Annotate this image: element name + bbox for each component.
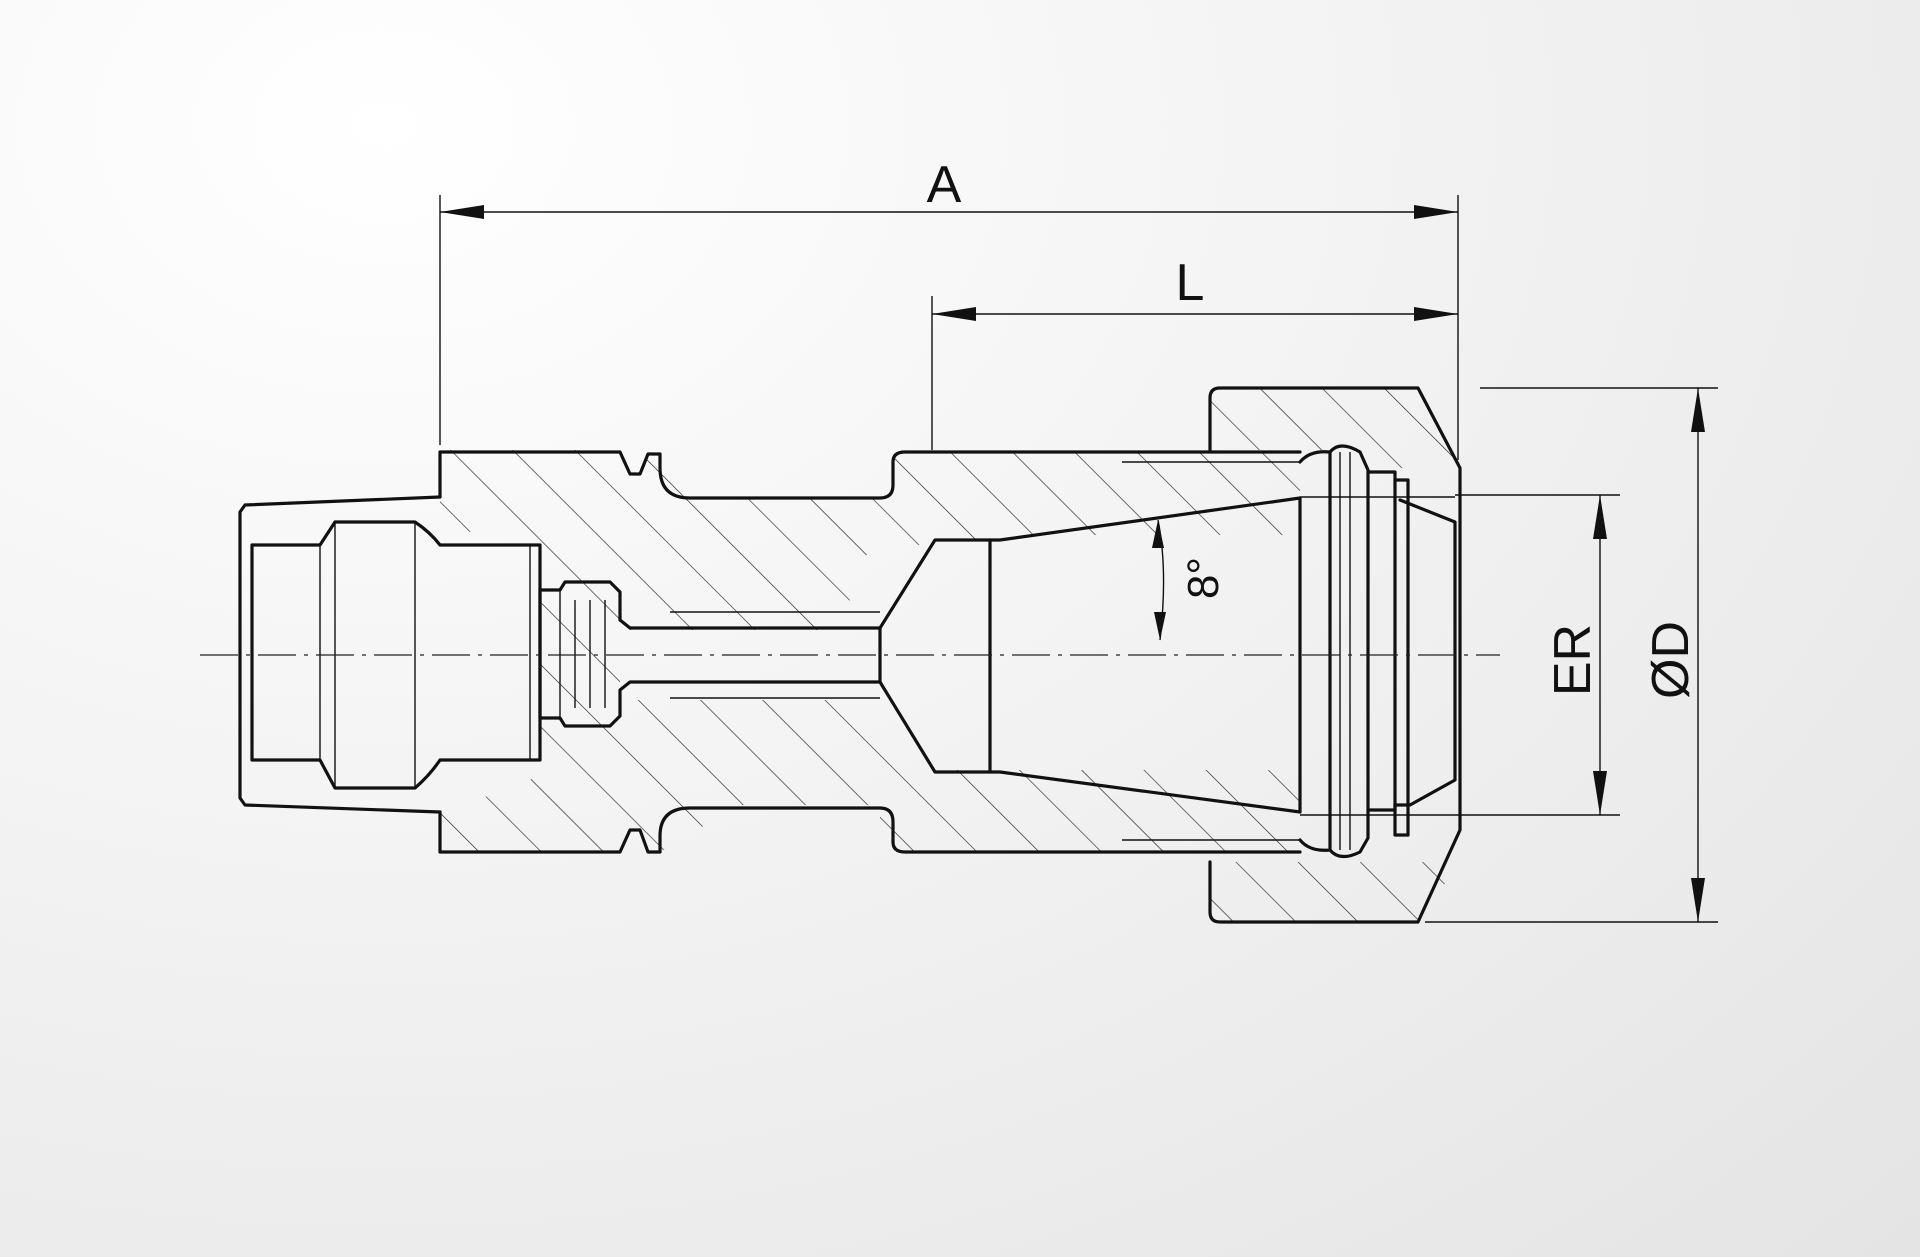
holder-outline [238,444,1457,859]
cone-angle-indicator [1152,519,1166,641]
dimension-a [439,195,1459,460]
label-er: ER [1544,624,1602,696]
dimension-er [1455,494,1620,816]
holder-body-section [440,450,1300,852]
dimension-d [1425,387,1718,923]
label-angle: 8° [1179,557,1228,599]
label-l: L [1176,254,1205,312]
label-a: A [927,156,962,214]
label-d: ØD [1642,621,1700,699]
dimension-l [931,296,1458,450]
clamping-nut [1208,386,1462,924]
